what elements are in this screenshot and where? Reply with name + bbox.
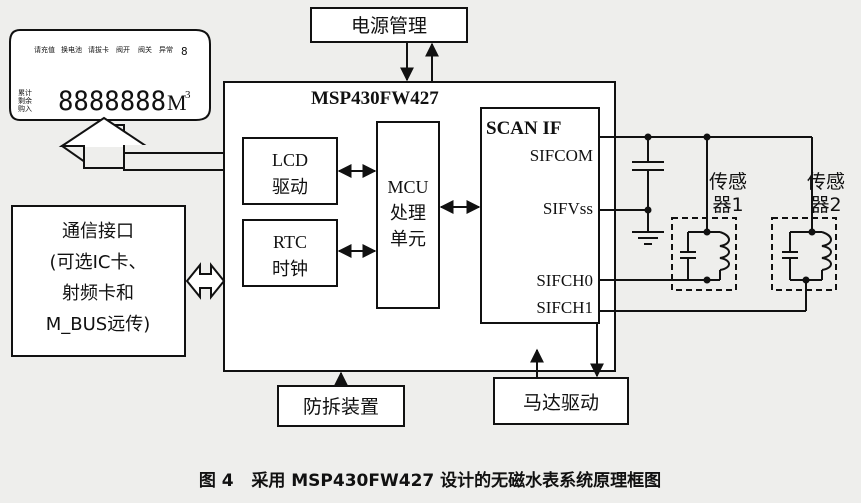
- pin-sifcom: SIFCOM: [530, 146, 593, 165]
- comm-port-label-1: 通信接口: [62, 221, 134, 242]
- indicator-remove-card: 请拔卡: [88, 45, 109, 54]
- rtc-clock-label-1: RTC: [273, 232, 307, 252]
- lcd-unit: M: [167, 90, 187, 115]
- lcd-driver-label-1: LCD: [272, 150, 308, 170]
- mcu-unit-box: [376, 121, 440, 309]
- mcu-unit-label-3: 单元: [390, 229, 426, 250]
- motor-driver-label: 马达驱动: [523, 392, 599, 414]
- lcd-digits: 8888888: [58, 86, 166, 117]
- scan-if-box: [480, 107, 600, 324]
- sensor1-dashed-box: [671, 217, 737, 291]
- junction-dots: [644, 133, 816, 284]
- comm-mcu-double-arrow: [185, 262, 226, 300]
- comm-port-box: [11, 205, 186, 357]
- pin-sifch0: SIFCH0: [536, 271, 593, 290]
- sensor1-label-1: 传感: [709, 171, 747, 193]
- pin-sifch1: SIFCH1: [536, 298, 593, 317]
- indicator-valve-closed: 阀关: [138, 45, 152, 54]
- lcd-label-remaining: 剩余: [18, 96, 32, 105]
- indicator-valve-open: 阀开: [116, 45, 130, 54]
- figure-caption: 图 4 采用 MSP430FW427 设计的无磁水表系统原理框图: [199, 470, 661, 491]
- sensor1-label-2: 器1: [712, 194, 743, 216]
- mcu-unit-label-1: MCU: [387, 177, 428, 197]
- indicator-replace-battery: 换电池: [61, 45, 82, 54]
- scan-if-title: SCAN IF: [486, 118, 561, 139]
- tamper-label: 防拆装置: [303, 396, 379, 418]
- motor-driver-box: [493, 377, 629, 425]
- mcu-unit-label-2: 处理: [390, 203, 426, 224]
- sensor2-dashed-box: [771, 217, 837, 291]
- lcd-display: 请充值 换电池 请拔卡 阀开 阀关 异常 8 累计 剩余 购入 8888888 …: [9, 29, 211, 121]
- lcd-driver-box: [242, 137, 338, 205]
- comm-port-label-2: (可选IC卡、: [50, 252, 147, 273]
- mcu-chip-label: MSP430FW427: [311, 88, 439, 109]
- rtc-clock-label-2: 时钟: [272, 259, 308, 280]
- rtc-clock-box: [242, 219, 338, 287]
- lcd-label-cumulative: 累计: [18, 88, 32, 97]
- indicator-error: 异常: [159, 45, 173, 54]
- sensor2-label-1: 传感: [807, 171, 845, 193]
- lcd-arrow-head: [58, 116, 150, 169]
- power-management-label: 电源管理: [351, 15, 427, 37]
- indicator-recharge: 请充值: [34, 45, 55, 54]
- pin-sifvss: SIFVss: [543, 199, 593, 218]
- lcd-driver-label-2: 驱动: [272, 177, 308, 198]
- comm-port-label-4: M_BUS远传): [46, 314, 151, 335]
- indicator-small-digit: 8: [181, 45, 188, 58]
- power-management-box: [310, 7, 468, 43]
- comm-port-label-3: 射频卡和: [62, 283, 134, 304]
- lcd-unit-exponent: 3: [185, 89, 191, 101]
- sensor2-label-2: 器2: [810, 194, 841, 216]
- lcd-label-purchased: 购入: [18, 104, 32, 113]
- sensor-wiring: [599, 136, 832, 312]
